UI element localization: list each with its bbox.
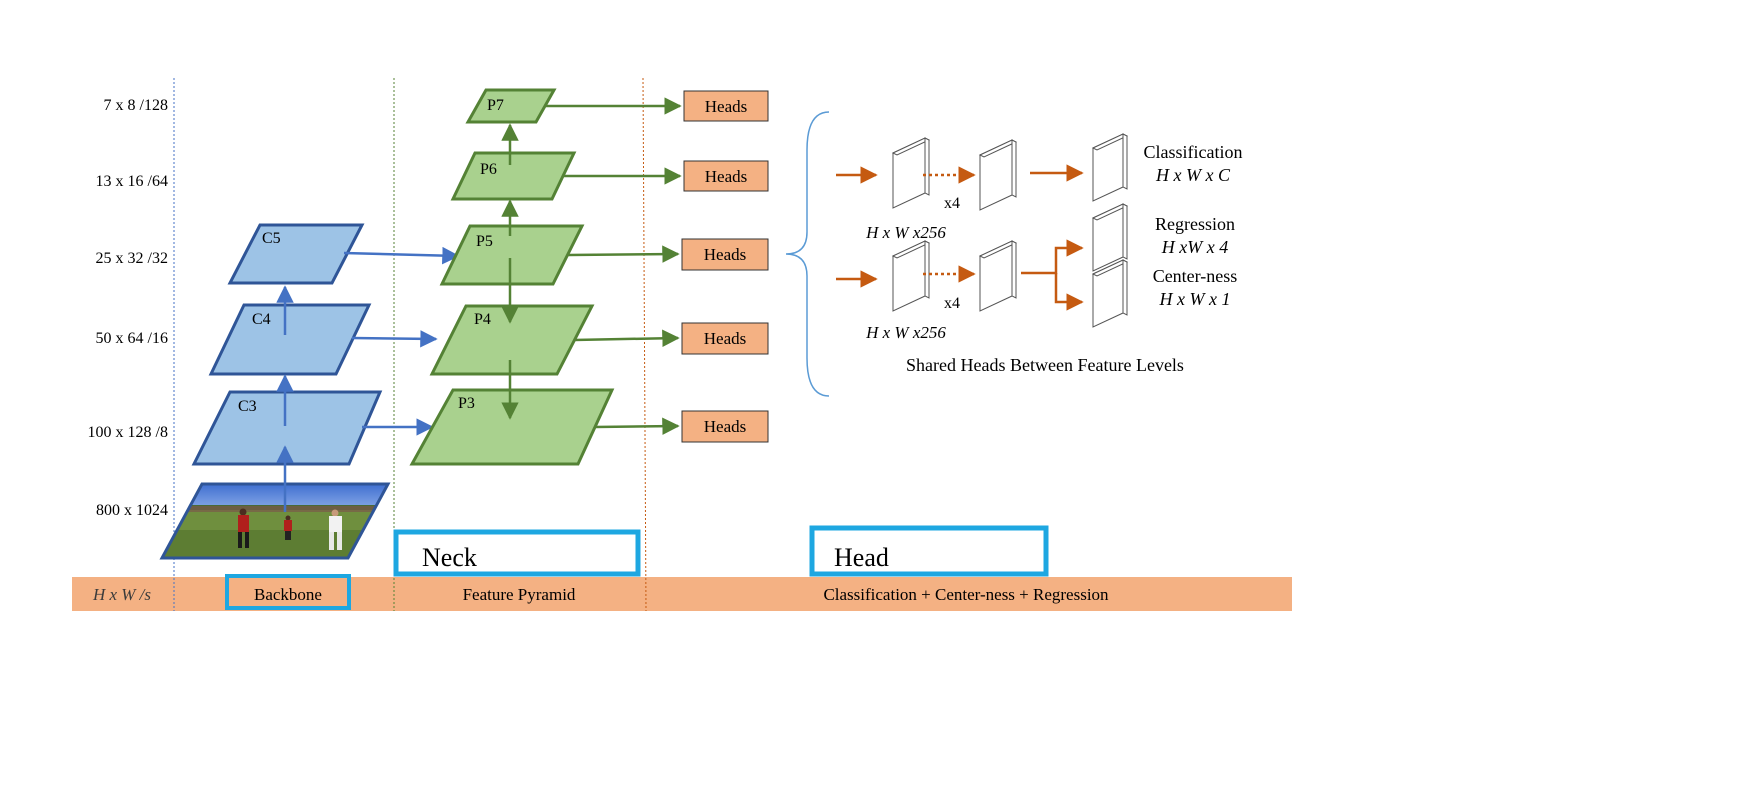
lateral-c4-to-p4 — [351, 330, 438, 348]
shared-heads-brace — [785, 111, 830, 397]
heads-box-p7: Heads — [683, 90, 769, 122]
head-highlight-box — [809, 525, 1049, 577]
footer-head-section: Classification + Center-ness + Regressio… — [823, 585, 1109, 604]
footer-feature-pyramid: Feature Pyramid — [463, 585, 576, 604]
shared-heads-caption: Shared Heads Between Feature Levels — [906, 355, 1184, 375]
classification-title: Classification — [1144, 142, 1243, 162]
arrow-p3-to-heads — [594, 417, 680, 435]
arrow-p4-to-heads — [573, 329, 680, 348]
regression-dim: H xW x 4 — [1161, 237, 1228, 257]
pyramid-p4-label: P4 — [474, 311, 491, 328]
heads-box-p4: Heads — [681, 322, 769, 355]
footer-band — [72, 577, 1292, 611]
heads-box-p3: Heads — [681, 410, 769, 443]
separator-pyramid-head — [642, 77, 647, 612]
regression-output-map — [1091, 203, 1129, 272]
reg-input-dim: H x W x256 — [865, 323, 946, 342]
scale-label-p4: 50 x 64 /16 — [96, 330, 168, 347]
pyramid-p3-label: P3 — [458, 395, 475, 412]
heads-label-p4: Heads — [704, 329, 746, 348]
backbone-c4: C4 — [208, 303, 372, 376]
heads-label-p7: Heads — [705, 97, 747, 116]
arrow-p5-to-heads — [567, 245, 680, 263]
pyramid-p3: P3 — [409, 388, 615, 466]
scale-label-p6: 13 x 16 /64 — [96, 173, 168, 190]
reg-feature-map-output — [978, 240, 1018, 312]
regression-branch: x4 H x W x256 Regression H xW x 4 Center… — [836, 203, 1238, 342]
pyramid-p5-label: P5 — [476, 233, 493, 250]
neck-highlight-box — [393, 529, 641, 577]
footer-scale-header: H x W /s — [92, 585, 151, 604]
centerness-dim: H x W x 1 — [1159, 289, 1231, 309]
footer-backbone: Backbone — [254, 585, 322, 604]
cls-input-dim: H x W x256 — [865, 223, 946, 242]
scale-label-input: 800 x 1024 — [96, 502, 168, 519]
heads-label-p6: Heads — [705, 167, 747, 186]
backbone-c5-label: C5 — [262, 230, 281, 247]
arrow-to-centerness — [1054, 273, 1084, 311]
backbone-c3: C3 — [191, 390, 383, 466]
scale-label-p7: 7 x 8 /128 — [104, 97, 168, 114]
scale-label-p5: 25 x 32 /32 — [96, 250, 168, 267]
regression-title: Regression — [1155, 214, 1235, 234]
heads-box-p6: Heads — [683, 160, 769, 192]
classification-branch: x4 H x W x256 Classification H x W x C — [836, 133, 1243, 242]
centerness-title: Center-ness — [1153, 266, 1238, 286]
centerness-output-map — [1091, 259, 1129, 328]
pyramid-p7: P7 — [465, 88, 557, 124]
backbone-c3-label: C3 — [238, 398, 257, 415]
input-image — [159, 482, 391, 560]
head-label: Head — [834, 543, 889, 572]
pyramid-p7-label: P7 — [487, 97, 504, 114]
cls-feature-map-output — [978, 139, 1018, 211]
reg-repeat-label: x4 — [944, 295, 960, 312]
heads-label-p5: Heads — [704, 245, 746, 264]
cls-feature-map-input — [891, 137, 931, 209]
lateral-c5-to-p5 — [343, 246, 460, 265]
backbone-c5: C5 — [227, 223, 365, 285]
cls-repeat-label: x4 — [944, 195, 960, 212]
reg-feature-map-input — [891, 240, 931, 312]
pyramid-p6-label: P6 — [480, 161, 497, 178]
backbone-c4-label: C4 — [252, 311, 271, 328]
scale-label-p3: 100 x 128 /8 — [88, 424, 168, 441]
pyramid-p6: P6 — [450, 151, 577, 201]
backbone-highlight-box — [225, 574, 351, 610]
cls-output-map — [1091, 133, 1129, 202]
pyramid-p4: P4 — [429, 304, 595, 376]
pyramid-p5: P5 — [439, 224, 585, 286]
heads-box-p5: Heads — [681, 238, 769, 271]
classification-dim: H x W x C — [1155, 165, 1231, 185]
neck-label: Neck — [422, 543, 477, 572]
arrow-to-regression — [1021, 239, 1084, 275]
heads-label-p3: Heads — [704, 417, 746, 436]
